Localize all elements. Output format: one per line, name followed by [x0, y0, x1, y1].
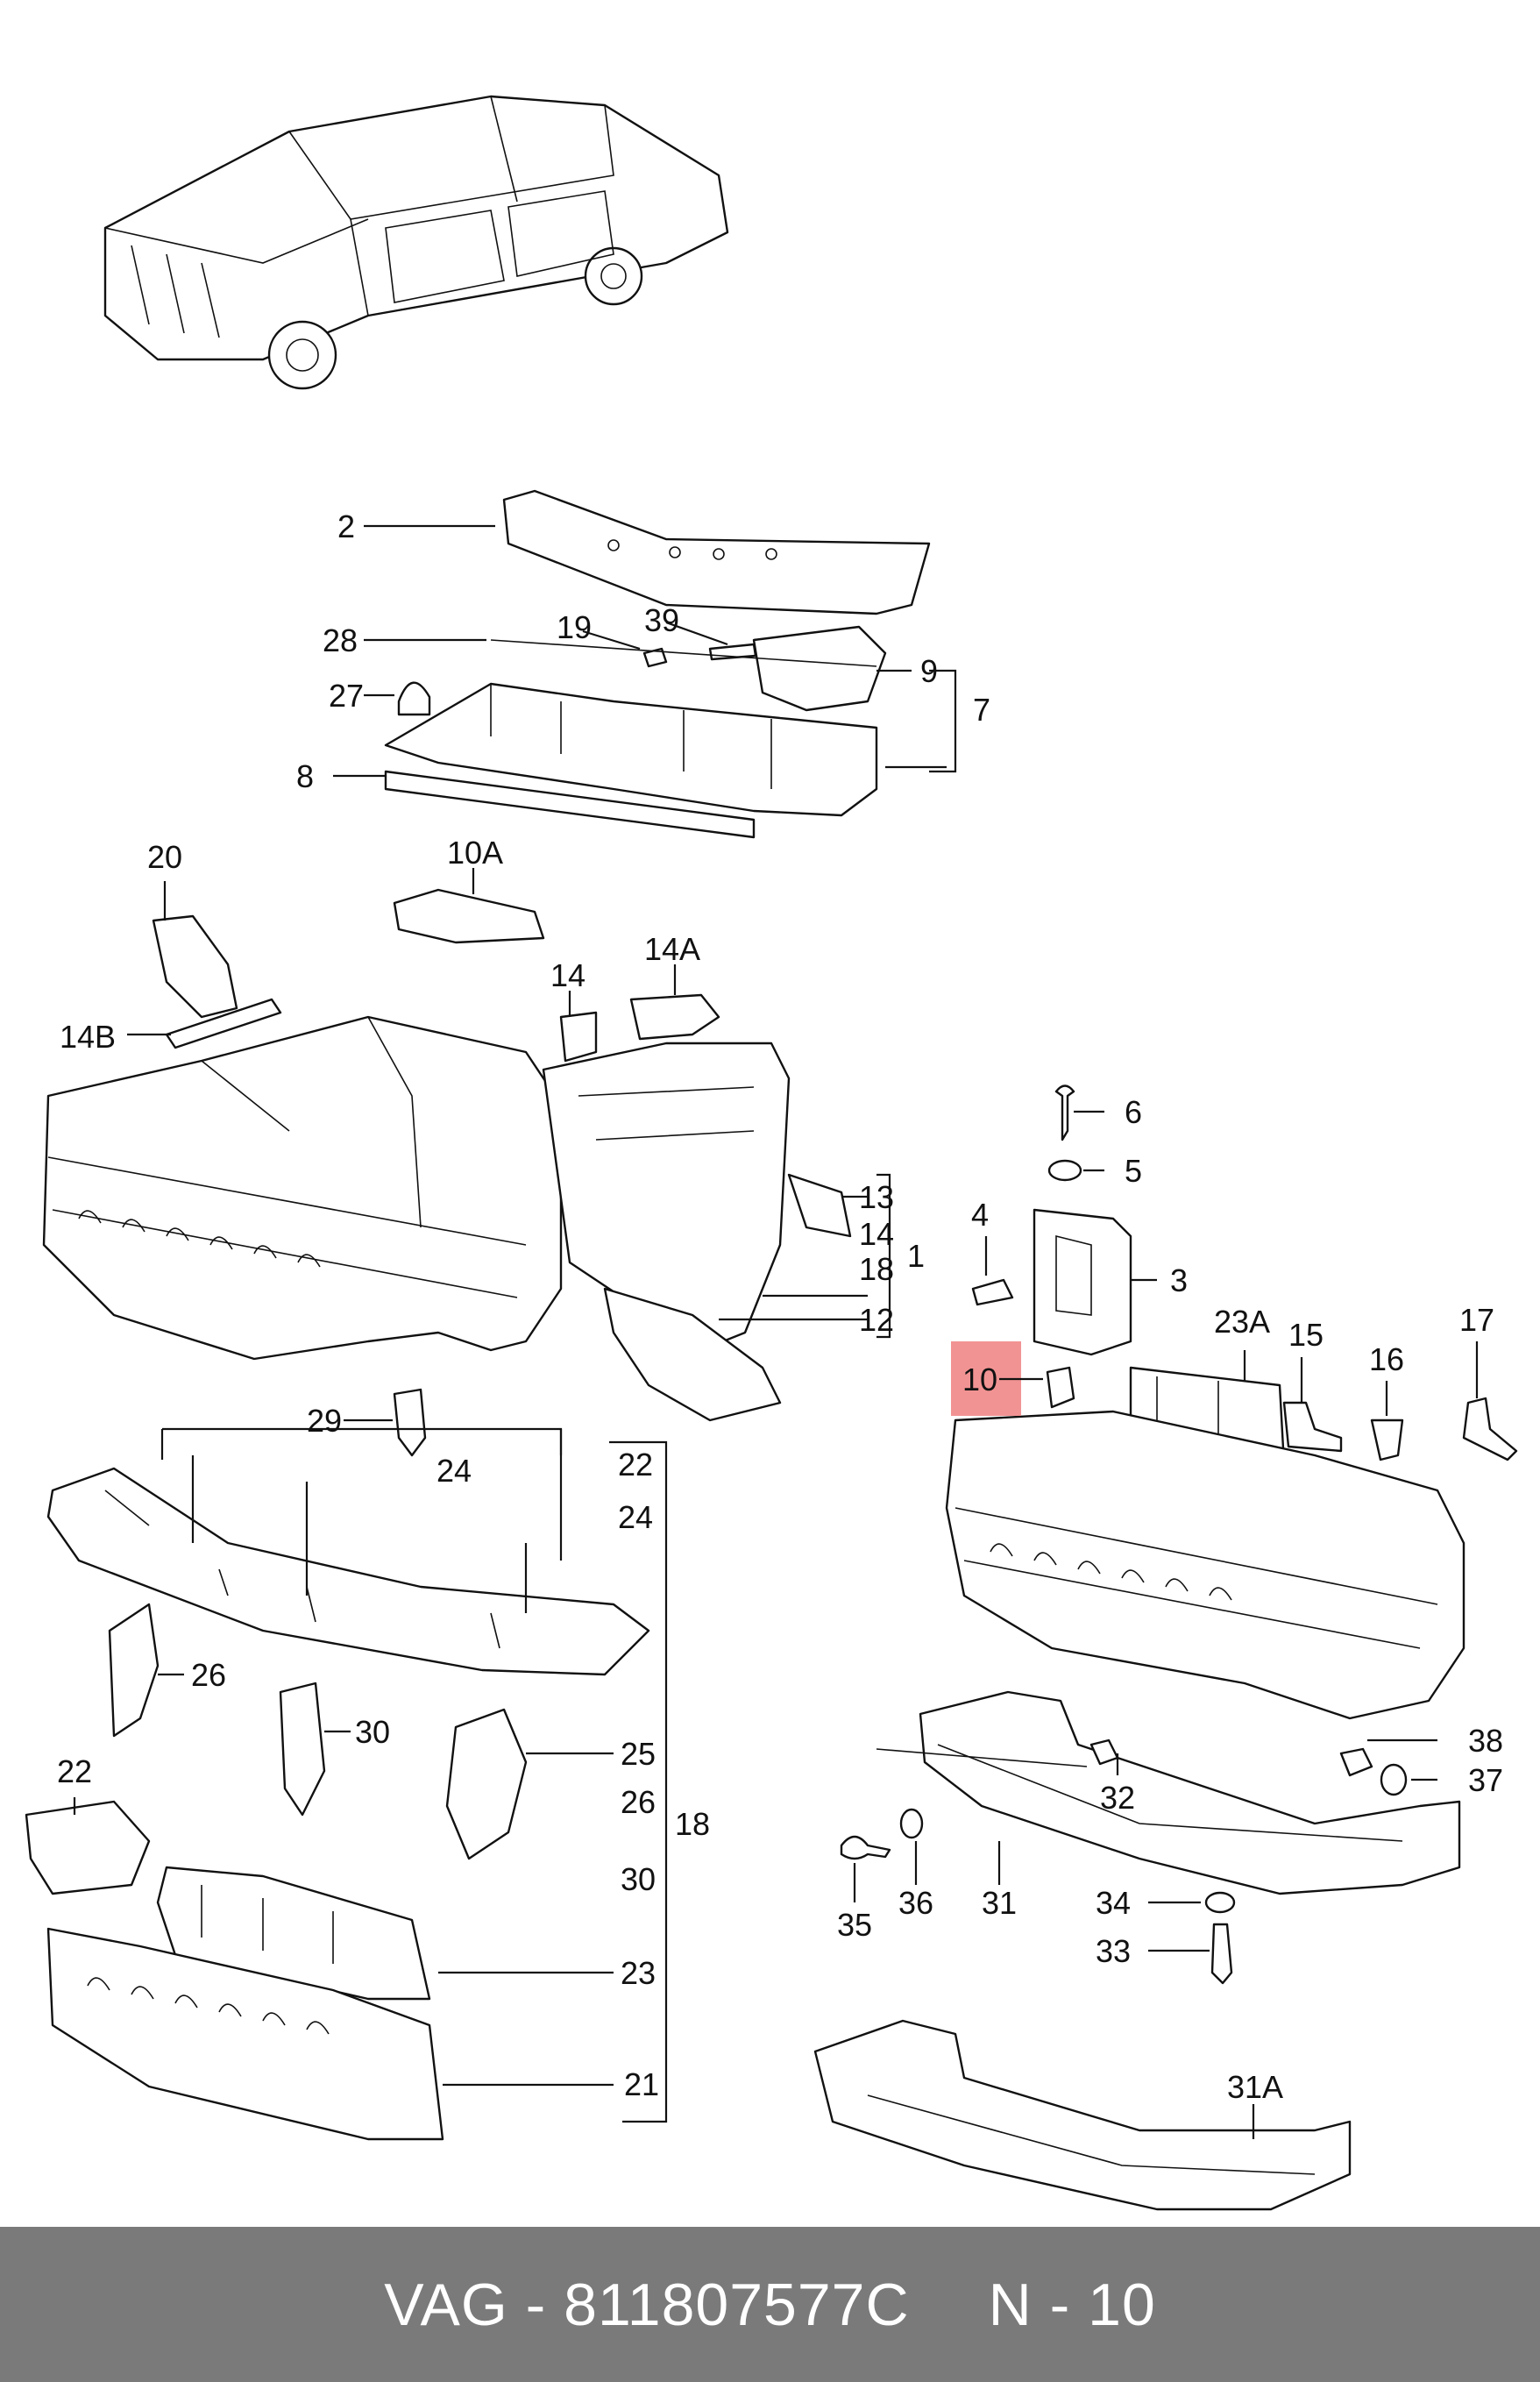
- diagram-page-ref: N - 10: [988, 2271, 1156, 2338]
- bumper-group: [813, 1690, 1461, 2211]
- callout-22-top: 22: [618, 1447, 653, 1483]
- plenum-panel: [502, 489, 931, 615]
- callout-15: 15: [1288, 1317, 1324, 1353]
- callout-30: 30: [355, 1714, 390, 1750]
- callout-27: 27: [329, 678, 364, 714]
- bracket-30: [279, 1682, 326, 1817]
- callout-7: 7: [973, 692, 990, 728]
- callout-10A: 10A: [447, 835, 503, 871]
- washer-36: [899, 1808, 924, 1839]
- bracket-17: [1462, 1397, 1518, 1461]
- lock-carrier-3: [1033, 1208, 1132, 1356]
- callout-33: 33: [1096, 1933, 1131, 1969]
- callout-30-right: 30: [621, 1861, 656, 1897]
- callout-37: 37: [1468, 1762, 1503, 1798]
- callout-21: 21: [624, 2066, 659, 2102]
- callout-2: 2: [337, 508, 355, 544]
- part-number-footer: VAG - 811807577C N - 10: [0, 2227, 1540, 2382]
- callout-12: 12: [859, 1302, 894, 1338]
- bracket-25: [445, 1708, 528, 1860]
- callout-26-right: 26: [621, 1784, 656, 1820]
- callout-35: 35: [837, 1907, 872, 1943]
- support-24: [46, 1467, 650, 1676]
- sealing-strip: [384, 770, 756, 839]
- callout-4: 4: [971, 1197, 989, 1233]
- bracket-13: [787, 1173, 852, 1238]
- callout-32: 32: [1100, 1780, 1135, 1816]
- wheel-arch-12: [603, 1287, 782, 1422]
- front-panel-right: [945, 1410, 1465, 1720]
- callout-13: 13: [859, 1179, 894, 1215]
- callout-14-right: 14: [859, 1216, 894, 1252]
- support-14B: [165, 998, 282, 1049]
- callout-8: 8: [296, 758, 314, 794]
- callout-9: 9: [920, 653, 938, 689]
- screw-33: [1210, 1923, 1233, 1985]
- heater-box-cover: [752, 625, 887, 712]
- callout-16: 16: [1369, 1341, 1404, 1377]
- callout-18-bottom: 18: [675, 1806, 710, 1842]
- bumper-31: [919, 1690, 1461, 1895]
- callout-10: 10: [962, 1362, 997, 1397]
- callout-36: 36: [898, 1885, 933, 1921]
- bracket-26: [108, 1603, 160, 1738]
- bracket-20: [152, 914, 238, 1019]
- callout-39: 39: [644, 602, 679, 638]
- buffer-10: [1046, 1366, 1075, 1409]
- callout-labels: 2 28 19 39 27 8 9 7 20 10A 14 14A 14B 13…: [57, 508, 1503, 2105]
- cowl-panel-group: [384, 489, 931, 839]
- washer-34: [1204, 1891, 1236, 1914]
- callout-23: 23: [621, 1955, 656, 1991]
- clip-4: [971, 1278, 1014, 1306]
- callout-19: 19: [557, 609, 592, 645]
- callout-31: 31: [982, 1885, 1017, 1921]
- cap-27: [397, 681, 431, 716]
- callout-17: 17: [1459, 1302, 1494, 1338]
- callout-14A: 14A: [644, 931, 700, 967]
- callout-38: 38: [1468, 1723, 1503, 1759]
- callout-26: 26: [191, 1657, 226, 1693]
- car-overview-illustration: [103, 95, 729, 390]
- callout-1: 1: [907, 1238, 925, 1274]
- lower-panel-group: [25, 1388, 650, 2141]
- callout-29: 29: [307, 1403, 342, 1439]
- bracket-15: [1282, 1401, 1343, 1453]
- callout-20: 20: [147, 839, 182, 875]
- callout-28: 28: [323, 622, 358, 658]
- callout-5: 5: [1125, 1153, 1142, 1189]
- bulkhead-panel: [384, 682, 878, 817]
- bumper-31A: [813, 2019, 1352, 2211]
- callout-23A: 23A: [1214, 1304, 1270, 1340]
- screw-35: [840, 1835, 891, 1860]
- nut-38: [1339, 1747, 1373, 1777]
- bracket-16: [1370, 1419, 1404, 1461]
- bracket-29: [393, 1388, 427, 1457]
- callout-24: 24: [436, 1453, 472, 1489]
- right-front-group: [945, 1084, 1518, 1720]
- screw-6: [1054, 1084, 1075, 1141]
- leader-lines: [73, 524, 1479, 2139]
- brand-part-number: VAG - 811807577C: [384, 2271, 910, 2338]
- washer-37: [1380, 1763, 1408, 1796]
- grommet-19: [642, 647, 668, 668]
- washer-5: [1047, 1159, 1082, 1182]
- bracket-14: [559, 1011, 598, 1063]
- callout-18-top: 18: [859, 1251, 894, 1287]
- parts-diagram: 2 28 19 39 27 8 9 7 20 10A 14 14A 14B 13…: [25, 95, 1518, 2211]
- strut-10A: [393, 888, 545, 944]
- callout-24-right: 24: [618, 1499, 653, 1535]
- callout-3: 3: [1170, 1262, 1188, 1298]
- callout-14B: 14B: [60, 1019, 116, 1055]
- callout-6: 6: [1125, 1094, 1142, 1130]
- bracket-14A: [629, 993, 720, 1041]
- callout-31A: 31A: [1227, 2069, 1283, 2105]
- callout-34: 34: [1096, 1885, 1131, 1921]
- callout-25: 25: [621, 1736, 656, 1772]
- callout-14: 14: [550, 957, 585, 993]
- callout-22: 22: [57, 1753, 92, 1789]
- panel-21: [46, 1927, 444, 2141]
- front-end-assembly: [42, 888, 852, 1422]
- bracket-22: [25, 1800, 151, 1895]
